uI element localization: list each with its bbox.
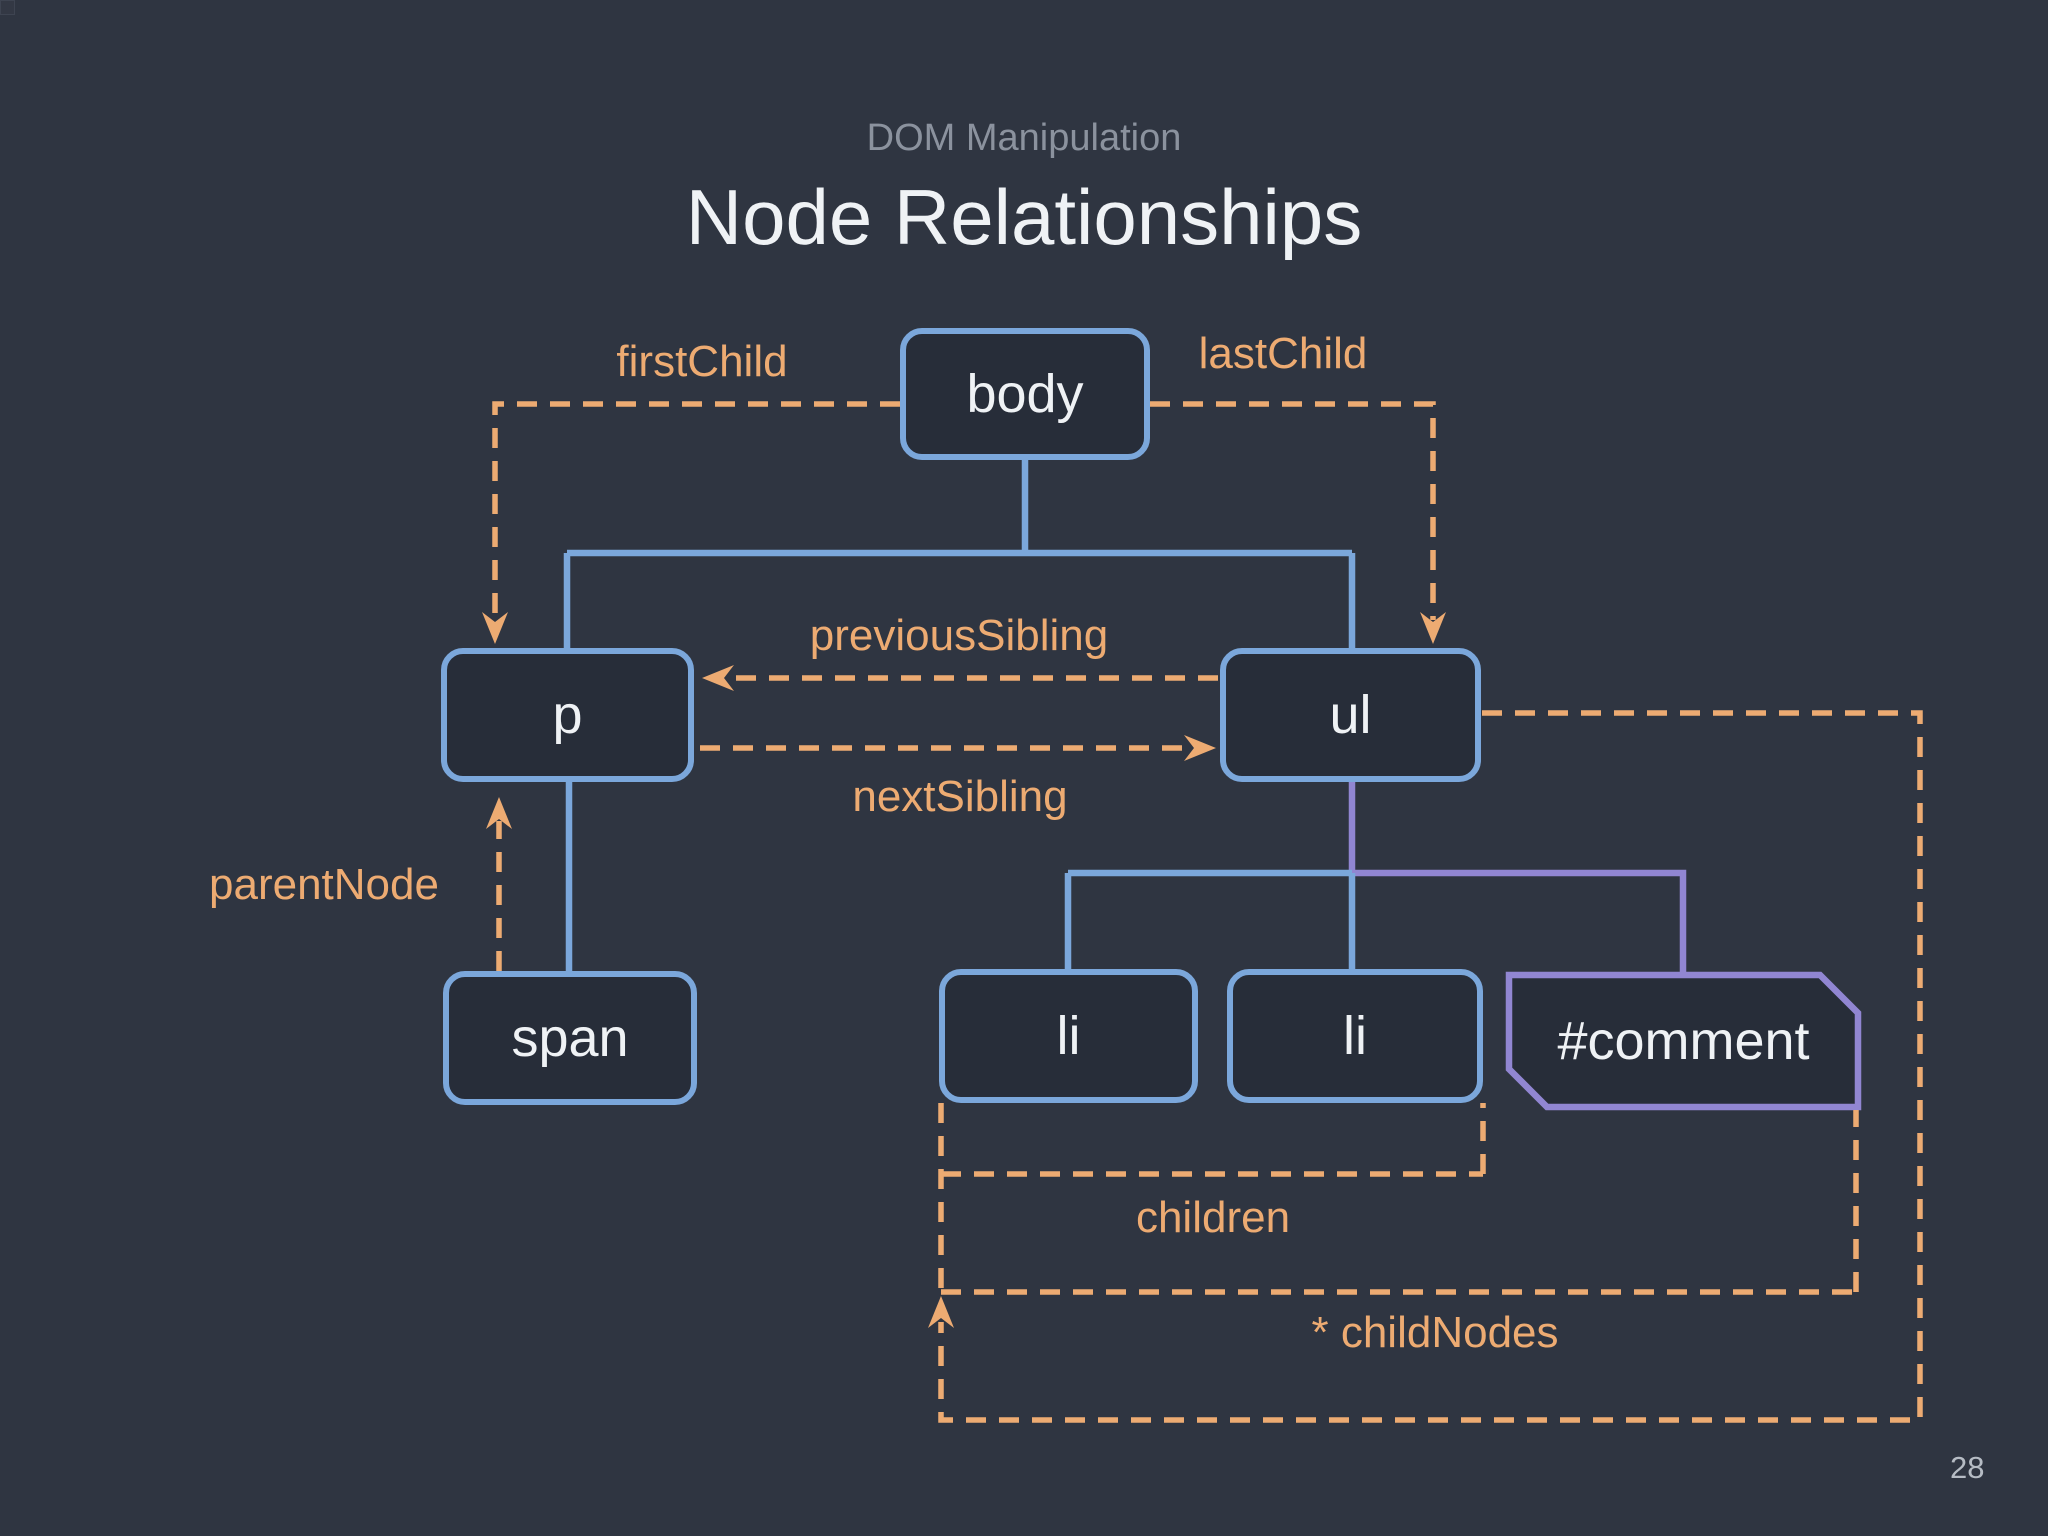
tree-connector-comment [1348, 782, 1687, 975]
tree-connector-ul-li [1064, 869, 1356, 969]
tree-connector-body-children [563, 460, 1356, 648]
label-parent-node: parentNode [209, 860, 439, 909]
node-body: body [900, 328, 1150, 460]
node-li-second-label: li [1343, 1006, 1367, 1066]
parent-node-arrowhead [486, 797, 512, 829]
node-comment-label: #comment [1557, 1011, 1810, 1071]
page-title: Node Relationships [685, 173, 1363, 261]
comment-node-shape [1505, 971, 1862, 1111]
last-child-arrowhead [1420, 612, 1446, 644]
label-previous-sibling: previousSibling [809, 611, 1109, 660]
label-child-nodes: * childNodes [1311, 1308, 1559, 1357]
node-body-label: body [966, 364, 1084, 424]
label-first-child: firstChild [616, 337, 788, 386]
label-next-sibling: nextSibling [852, 772, 1068, 821]
label-children: children [1135, 1193, 1291, 1242]
top-left-corner-mark [0, 0, 15, 15]
node-p-label: p [552, 685, 583, 745]
next-sibling-arrowhead [1184, 735, 1216, 761]
previous-sibling-arrowhead [702, 665, 734, 691]
node-li-first-label: li [1056, 1006, 1081, 1066]
node-li-first: li [939, 969, 1198, 1103]
node-comment: #comment [1509, 975, 1858, 1107]
child-nodes-arrowhead [928, 1296, 954, 1328]
node-span-label: span [511, 1008, 629, 1068]
last-child-line [1150, 401, 1436, 620]
slide-eyebrow: DOM Manipulation [866, 117, 1182, 159]
first-child-line [492, 401, 900, 620]
node-span: span [443, 971, 697, 1105]
child-nodes-loop [938, 710, 1923, 1423]
node-li-second: li [1227, 969, 1483, 1103]
label-last-child: lastChild [1198, 329, 1368, 378]
page-number: 28 [1950, 1450, 1985, 1485]
first-child-arrowhead [482, 612, 508, 644]
node-p: p [441, 648, 694, 782]
node-ul-label: ul [1329, 685, 1372, 745]
children-bracket [938, 1103, 1486, 1292]
node-ul: ul [1220, 648, 1481, 782]
child-nodes-bracket [941, 1110, 1859, 1295]
